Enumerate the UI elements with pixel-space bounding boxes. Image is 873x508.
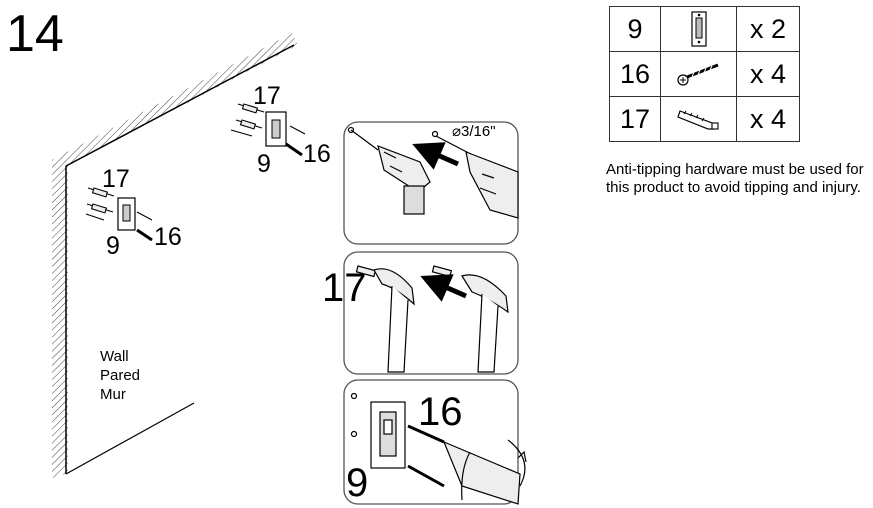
hammer-panel [343, 251, 519, 375]
part-row-anchor: 17 x 4 [609, 96, 800, 142]
warning-text: Anti-tipping hardware must be used for t… [606, 161, 864, 196]
callout-anchor-lower: 17 [102, 165, 130, 193]
wall-surface [52, 33, 298, 478]
lower-bracket-assembly [85, 187, 153, 242]
part-picture [660, 96, 737, 142]
wall-labels: Wall Pared Mur [100, 347, 140, 404]
upper-bracket-assembly [230, 103, 306, 157]
wall-label-fr: Mur [100, 386, 126, 403]
callout-screw-lower: 16 [154, 223, 182, 251]
part-quantity: x 2 [736, 6, 800, 52]
part-id: 17 [609, 96, 661, 142]
drill-panel [343, 121, 519, 245]
callout-bracket-driver: 9 [346, 461, 369, 505]
part-row-bracket: 9 x 2 [609, 6, 800, 52]
callout-screw-driver: 16 [418, 390, 463, 434]
part-id: 9 [609, 6, 661, 52]
wall-label-en: Wall [100, 348, 129, 365]
callout-bracket-lower: 9 [106, 232, 120, 260]
screw-icon [676, 63, 719, 86]
screwdriver-panel [343, 379, 527, 505]
drill-size-label: ⌀3/16" [452, 123, 496, 140]
callout-screw-upper: 16 [303, 140, 331, 168]
parts-table: 9 x 2 16 x 4 17 [609, 6, 800, 142]
part-picture [660, 6, 737, 52]
callout-anchor-hammer: 17 [322, 266, 367, 310]
bracket-icon [690, 11, 707, 47]
part-row-screw: 16 x 4 [609, 51, 800, 97]
callout-anchor-upper: 17 [253, 82, 281, 110]
part-id: 16 [609, 51, 661, 97]
part-picture [660, 51, 737, 97]
wall-anchor-icon [676, 110, 719, 130]
wall-label-es: Pared [100, 367, 141, 384]
part-quantity: x 4 [736, 51, 800, 97]
step-number: 14 [6, 5, 64, 63]
callout-bracket-upper: 9 [257, 150, 271, 178]
diameter-icon: ⌀ [452, 123, 462, 140]
part-quantity: x 4 [736, 96, 800, 142]
